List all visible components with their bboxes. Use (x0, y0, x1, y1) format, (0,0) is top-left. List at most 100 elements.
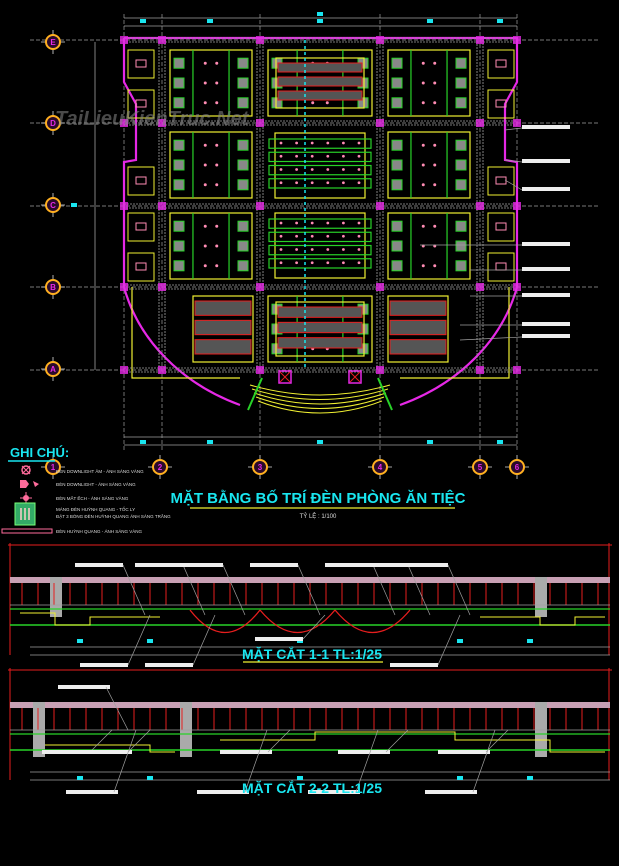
downlight (421, 183, 425, 187)
ceiling-panel (192, 295, 254, 363)
fluorescent-trough (391, 159, 403, 171)
wall-light (135, 222, 147, 231)
slab (10, 577, 610, 583)
column (120, 202, 128, 210)
downlight (215, 224, 219, 228)
dimension-tag (207, 19, 213, 23)
column (476, 366, 484, 374)
light-cove (268, 218, 372, 229)
downlight (295, 261, 298, 265)
wall-light (495, 99, 507, 108)
dimension-tag (427, 440, 433, 444)
ceiling-panel (169, 212, 253, 280)
fluorescent-trough (237, 179, 249, 191)
note-placeholder (390, 663, 438, 667)
grid-bubble: 1 (41, 455, 65, 479)
grid-bubble-circle (45, 197, 61, 213)
concrete-column (50, 577, 62, 617)
wall-light (495, 222, 507, 231)
column (376, 366, 384, 374)
dimension-tag (457, 639, 463, 643)
note-placeholder (338, 750, 390, 754)
grid-bubble-circle (372, 459, 388, 475)
column (158, 36, 166, 44)
grid-bubble-circle (45, 361, 61, 377)
fluorescent-trough (455, 57, 467, 69)
light-strip (389, 319, 447, 336)
downlight (433, 81, 437, 85)
light-cove (268, 151, 372, 163)
grid-bubble-label: 2 (158, 463, 163, 472)
note-placeholder (522, 187, 570, 191)
downlight (203, 183, 207, 187)
ceiling-panel (387, 49, 471, 117)
grid-bubble-label: 5 (478, 463, 483, 472)
downlight (203, 101, 207, 105)
downlight (326, 234, 330, 238)
downlight (433, 101, 437, 105)
slab (10, 702, 610, 708)
note-placeholder (522, 293, 570, 297)
light-strip (277, 321, 363, 334)
downlight (279, 181, 283, 185)
downlight (421, 163, 425, 167)
dimension-tag (427, 19, 433, 23)
fluorescent-trough (237, 97, 249, 109)
downlight (357, 168, 361, 171)
downlight (433, 143, 437, 147)
column (376, 36, 384, 44)
ceiling-panel (267, 295, 373, 363)
section-1-title: MẶT CẮT 1-1 TL:1/25 (242, 645, 382, 662)
side-bay (487, 212, 515, 242)
vaulted-ceiling (334, 609, 411, 633)
ceiling-profile (45, 731, 605, 753)
light-strip (194, 300, 252, 316)
downlight-recessed-icon (21, 465, 31, 475)
light-strip (194, 339, 252, 355)
leader-line (372, 564, 396, 616)
grid-bubble: 3 (248, 455, 272, 479)
downlight (433, 61, 437, 65)
concrete-column (535, 577, 547, 617)
legend-label: ĐẶT 3 BÓNG ĐÈN HUỲNH QUANG ÁNH SÁNG TRẮN… (56, 512, 171, 519)
downlight (325, 101, 329, 105)
downlight-spot-icon (20, 480, 39, 488)
column (513, 283, 521, 291)
leader-line (105, 686, 129, 731)
note-placeholder (400, 563, 448, 567)
side-bay (127, 49, 155, 79)
light-cove (268, 178, 372, 189)
fluorescent-trough (391, 77, 403, 89)
entrance-wall (247, 377, 393, 411)
ceiling-panel (387, 212, 471, 280)
downlight (203, 163, 207, 167)
fluorescent-trough-icon (14, 502, 36, 526)
column (376, 283, 384, 291)
watermark-logo: TaiLieuKienTruc.Net (55, 108, 250, 130)
downlight (279, 234, 283, 238)
downlight (421, 143, 425, 147)
downlight (310, 141, 314, 145)
downlight (421, 224, 425, 228)
fluorescent-trough (173, 240, 185, 252)
downlight (310, 248, 314, 251)
fluorescent-trough (455, 97, 467, 109)
leader-line (89, 729, 113, 753)
column (256, 283, 264, 291)
note-placeholder (135, 563, 183, 567)
note-placeholder (220, 750, 272, 754)
light-strip (277, 76, 363, 87)
grid-bubble: C (41, 193, 65, 217)
column (120, 283, 128, 291)
grid-bubble-label: 3 (258, 463, 263, 472)
leader-line (407, 564, 431, 616)
grid-bubble-label: 1 (51, 463, 56, 472)
dimension-tag (527, 776, 533, 780)
downlight (295, 221, 298, 225)
note-placeholder (308, 790, 360, 794)
downlight (295, 234, 298, 238)
downlight (203, 244, 207, 248)
light-strip (389, 339, 447, 355)
